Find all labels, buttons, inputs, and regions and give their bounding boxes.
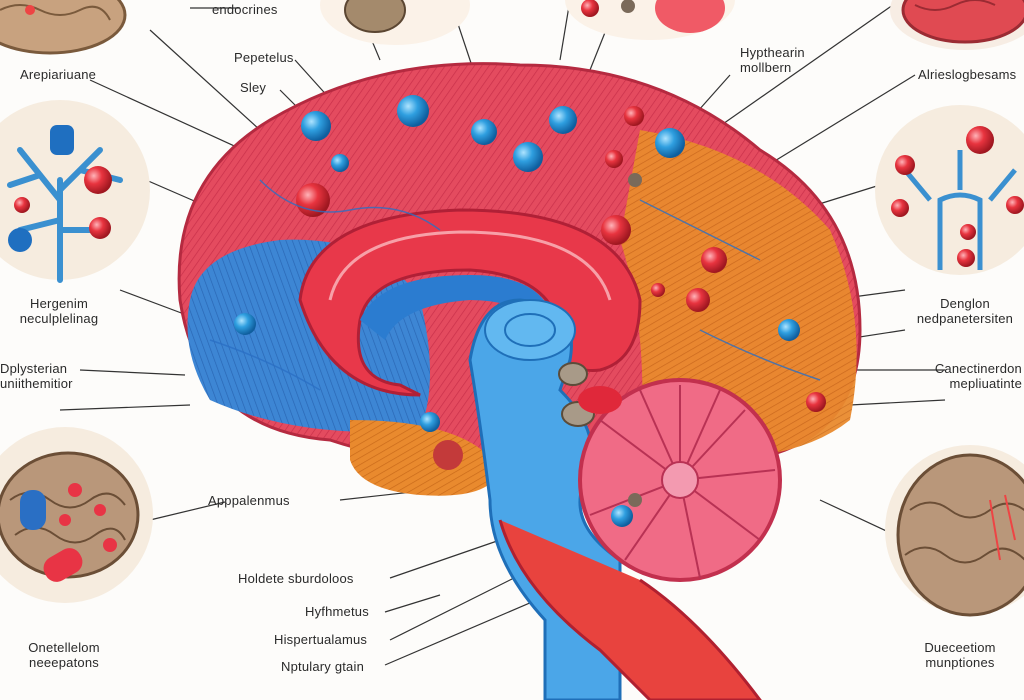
label-center-a: Apppalenmus — [208, 493, 290, 508]
label-center-e: Nptulary gtain — [281, 659, 365, 674]
inset-top-center-brain — [320, 0, 470, 45]
label-center-c: Hyfhmetus — [305, 604, 369, 619]
inset-top-left-brain — [0, 0, 127, 55]
label-left-mid: Hergenim neculplelinag — [19, 296, 99, 326]
label-top-left-b: Sley — [240, 80, 267, 95]
inset-top-right-organ — [565, 0, 735, 40]
inset-bottom-right-brain — [885, 445, 1024, 617]
signal-molecules — [234, 95, 826, 527]
label-top-right: Hypthearin mollbern — [740, 45, 805, 75]
label-right-low: Canectinerdon mepliuatinte — [934, 361, 1022, 391]
inset-bottom-left-brain — [0, 427, 153, 603]
label-right-mid: Denglon nedpanetersiten — [916, 296, 1014, 326]
inset-right-vessels — [875, 105, 1024, 275]
label-left-low: Dplysterian uniithemitior — [0, 361, 73, 391]
label-bottom-right: Dueceetiom munptiones — [924, 640, 996, 670]
main-brain — [177, 62, 862, 700]
label-left-top: Arepiariuane — [20, 67, 97, 82]
label-top-left-a: Pepetelus — [234, 50, 294, 65]
label-right-top: Alrieslogbesams — [918, 67, 1017, 82]
vessel-lines — [209, 179, 821, 391]
inset-left-vessels — [0, 100, 150, 283]
label-endocrines: endocrines — [212, 2, 278, 17]
inset-top-far-right-brain — [890, 0, 1024, 50]
label-bottom-left: Onetellelom neeepatons — [28, 640, 100, 670]
label-center-d: Hispertualamus — [274, 632, 368, 647]
label-center-b: Holdete sburdoloos — [238, 571, 354, 586]
